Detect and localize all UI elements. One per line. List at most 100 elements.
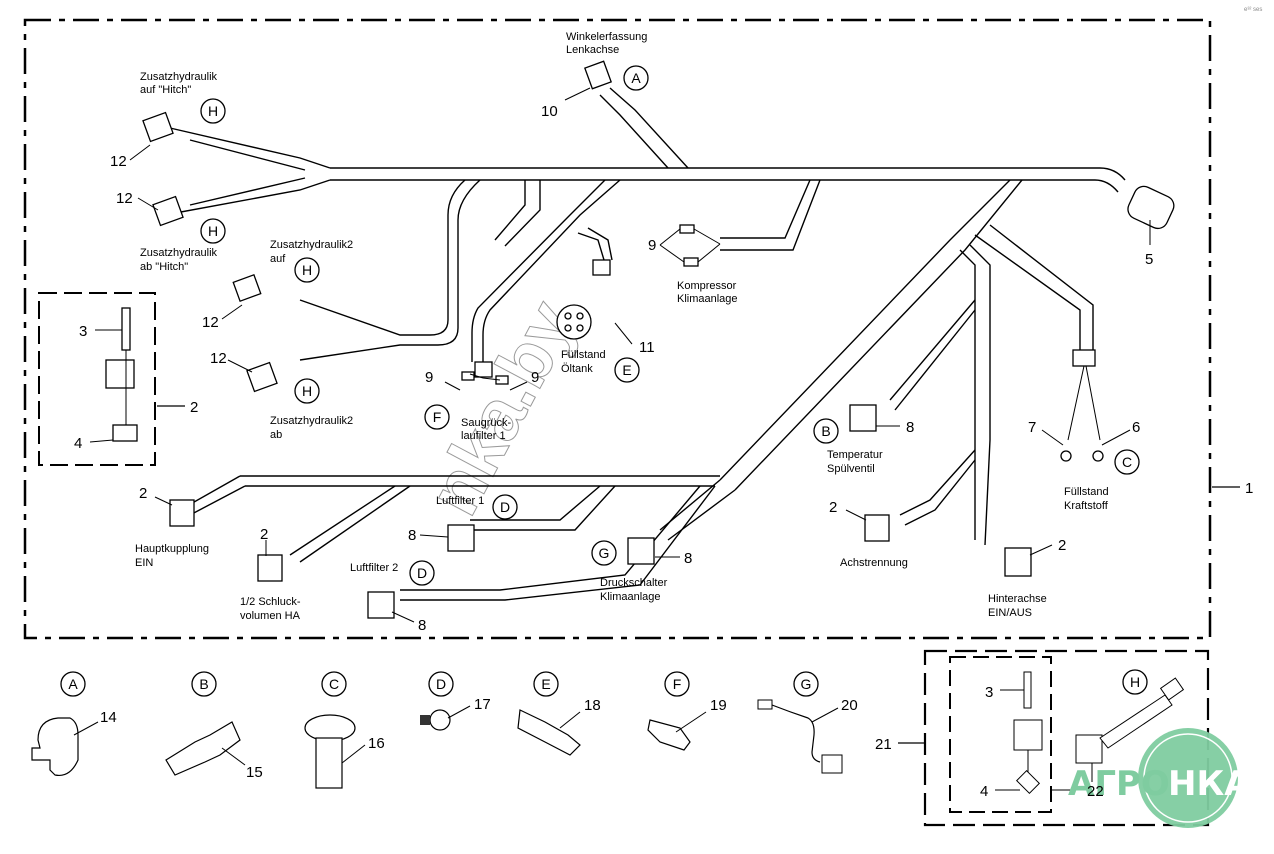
logo-text-left: АГРО xyxy=(1068,764,1170,804)
valve-connector-icon xyxy=(1075,734,1103,764)
callout-3: 3 xyxy=(79,323,87,340)
callout-8: 8 xyxy=(418,617,426,634)
callout-4: 4 xyxy=(980,783,988,800)
callout-2: 2 xyxy=(139,485,147,502)
label-kompressor-1: Kompressor xyxy=(677,280,737,292)
label-druckschalter-1: Druckschalter xyxy=(600,577,668,589)
label-schluck-1: 1/2 Schluck- xyxy=(240,596,301,608)
letter-A: A xyxy=(631,70,641,86)
letter-D: D xyxy=(500,499,510,515)
letter-G: G xyxy=(599,545,610,561)
label-hauptkupplung-1: Hauptkupplung xyxy=(135,543,209,555)
part-G-ac-pressure-switch: G 20 xyxy=(757,671,858,774)
callout-6: 6 xyxy=(1132,419,1140,436)
label-temperatur-2: Spülventil xyxy=(827,463,875,475)
parts-row: A 14 B 15 C 16 D 17 xyxy=(31,671,858,789)
corner-mark: e³² ses xyxy=(1244,7,1262,13)
callout-7: 7 xyxy=(1028,419,1036,436)
spade-terminal-icon xyxy=(683,257,699,267)
label-fuellstand-kraft-2: Kraftstoff xyxy=(1064,500,1109,512)
letter-H: H xyxy=(302,383,312,399)
solenoid-connector-icon xyxy=(1004,547,1032,577)
callout-12: 12 xyxy=(210,350,227,367)
letter-H: H xyxy=(1130,674,1140,690)
angle-sensor-icon xyxy=(31,717,79,777)
sleeve-icon xyxy=(1072,349,1096,367)
label-temperatur-1: Temperatur xyxy=(827,449,883,461)
part-E-oil-level-sensor: E 18 xyxy=(517,671,601,756)
gasket-icon xyxy=(112,424,138,442)
label-druckschalter-2: Klimaanlage xyxy=(600,591,661,603)
callout-5: 5 xyxy=(1145,251,1153,268)
sleeve-icon xyxy=(474,361,493,378)
label-hinterachse-2: EIN/AUS xyxy=(988,607,1032,619)
letter-F: F xyxy=(433,409,442,425)
oil-level-connector-icon xyxy=(556,304,592,340)
assembly-number: 1 xyxy=(1245,480,1253,497)
flat-connector-icon xyxy=(627,537,655,565)
kit-21-inner-frame xyxy=(949,656,1052,813)
part-A-angle-sensor: A 14 xyxy=(31,671,117,777)
label-zh2-ab-2: ab xyxy=(270,429,282,441)
hydraulic-connector-icon xyxy=(142,111,174,143)
label-saugrueck-2: laufilter 1 xyxy=(461,430,506,442)
callout-12: 12 xyxy=(110,153,127,170)
label-fuellstand-kraft-1: Füllstand xyxy=(1064,486,1109,498)
bolt-icon xyxy=(121,307,131,351)
solenoid-connector-icon xyxy=(169,499,195,527)
switch-plug-icon xyxy=(821,754,843,774)
callout-12: 12 xyxy=(202,314,219,331)
callout-9: 9 xyxy=(648,237,656,254)
part-B-temperature-sensor: B 15 xyxy=(165,671,263,781)
flat-connector-icon xyxy=(849,404,877,432)
agronka-logo: АГРО НКА xyxy=(1068,728,1251,828)
part-number-17: 17 xyxy=(474,696,491,713)
letter-E: E xyxy=(622,362,631,378)
assembly-frame xyxy=(23,18,1212,640)
letter-D: D xyxy=(417,565,427,581)
flat-connector-icon xyxy=(447,524,475,552)
harness-trunk xyxy=(169,87,1126,601)
sleeve-icon xyxy=(592,259,611,276)
part-number-19: 19 xyxy=(710,697,727,714)
label-hauptkupplung-2: EIN xyxy=(135,557,153,569)
callout-leaders xyxy=(89,87,1151,623)
hydraulic-connector-icon xyxy=(232,274,262,302)
spade-terminal-icon xyxy=(461,371,475,381)
logo-text-right: НКА xyxy=(1168,764,1251,804)
label-winkel-2: Lenkachse xyxy=(566,44,619,56)
ring-terminal-icon xyxy=(1060,450,1072,462)
ring-terminal-icon xyxy=(1092,450,1104,462)
svg-text:C: C xyxy=(329,676,339,692)
callout-2: 2 xyxy=(260,526,268,543)
letter-H: H xyxy=(208,223,218,239)
label-winkel-1: Winkelerfassung xyxy=(566,31,647,43)
callout-22: 22 xyxy=(1087,783,1104,800)
callout-10: 10 xyxy=(541,103,558,120)
round-multipin-connector-icon xyxy=(1127,185,1175,230)
label-zh-auf-hitch-2: auf "Hitch" xyxy=(140,84,191,96)
label-fuellstand-oel-1: Füllstand xyxy=(561,349,606,361)
pressure-switch-icon xyxy=(647,719,691,751)
label-luftfilter-1: Luftfilter 1 xyxy=(436,495,484,507)
solenoid-connector-icon xyxy=(105,359,135,389)
hydraulic-connector-icon xyxy=(152,195,184,227)
callout-11: 11 xyxy=(639,339,655,356)
callout-3: 3 xyxy=(985,684,993,701)
svg-text:A: A xyxy=(68,676,78,692)
svg-text:F: F xyxy=(673,676,682,692)
svg-text:D: D xyxy=(436,676,446,692)
switch-icon xyxy=(429,709,451,731)
kit-number-21: 21 xyxy=(875,736,892,753)
main-labels: Winkelerfassung Lenkachse Zusatzhydrauli… xyxy=(135,31,1109,622)
label-saugrueck-1: Saugrück- xyxy=(461,417,511,429)
switch-body-icon xyxy=(757,699,773,710)
callout-9: 9 xyxy=(425,369,433,386)
sender-tube-icon xyxy=(315,737,343,789)
part-C-fuel-level-sender: C 16 xyxy=(304,671,385,789)
callout-12: 12 xyxy=(116,190,133,207)
part-F-pressure-switch: F 19 xyxy=(647,671,727,751)
label-luftfilter-2: Luftfilter 2 xyxy=(350,562,398,574)
hydraulic-connector-icon xyxy=(246,361,278,393)
